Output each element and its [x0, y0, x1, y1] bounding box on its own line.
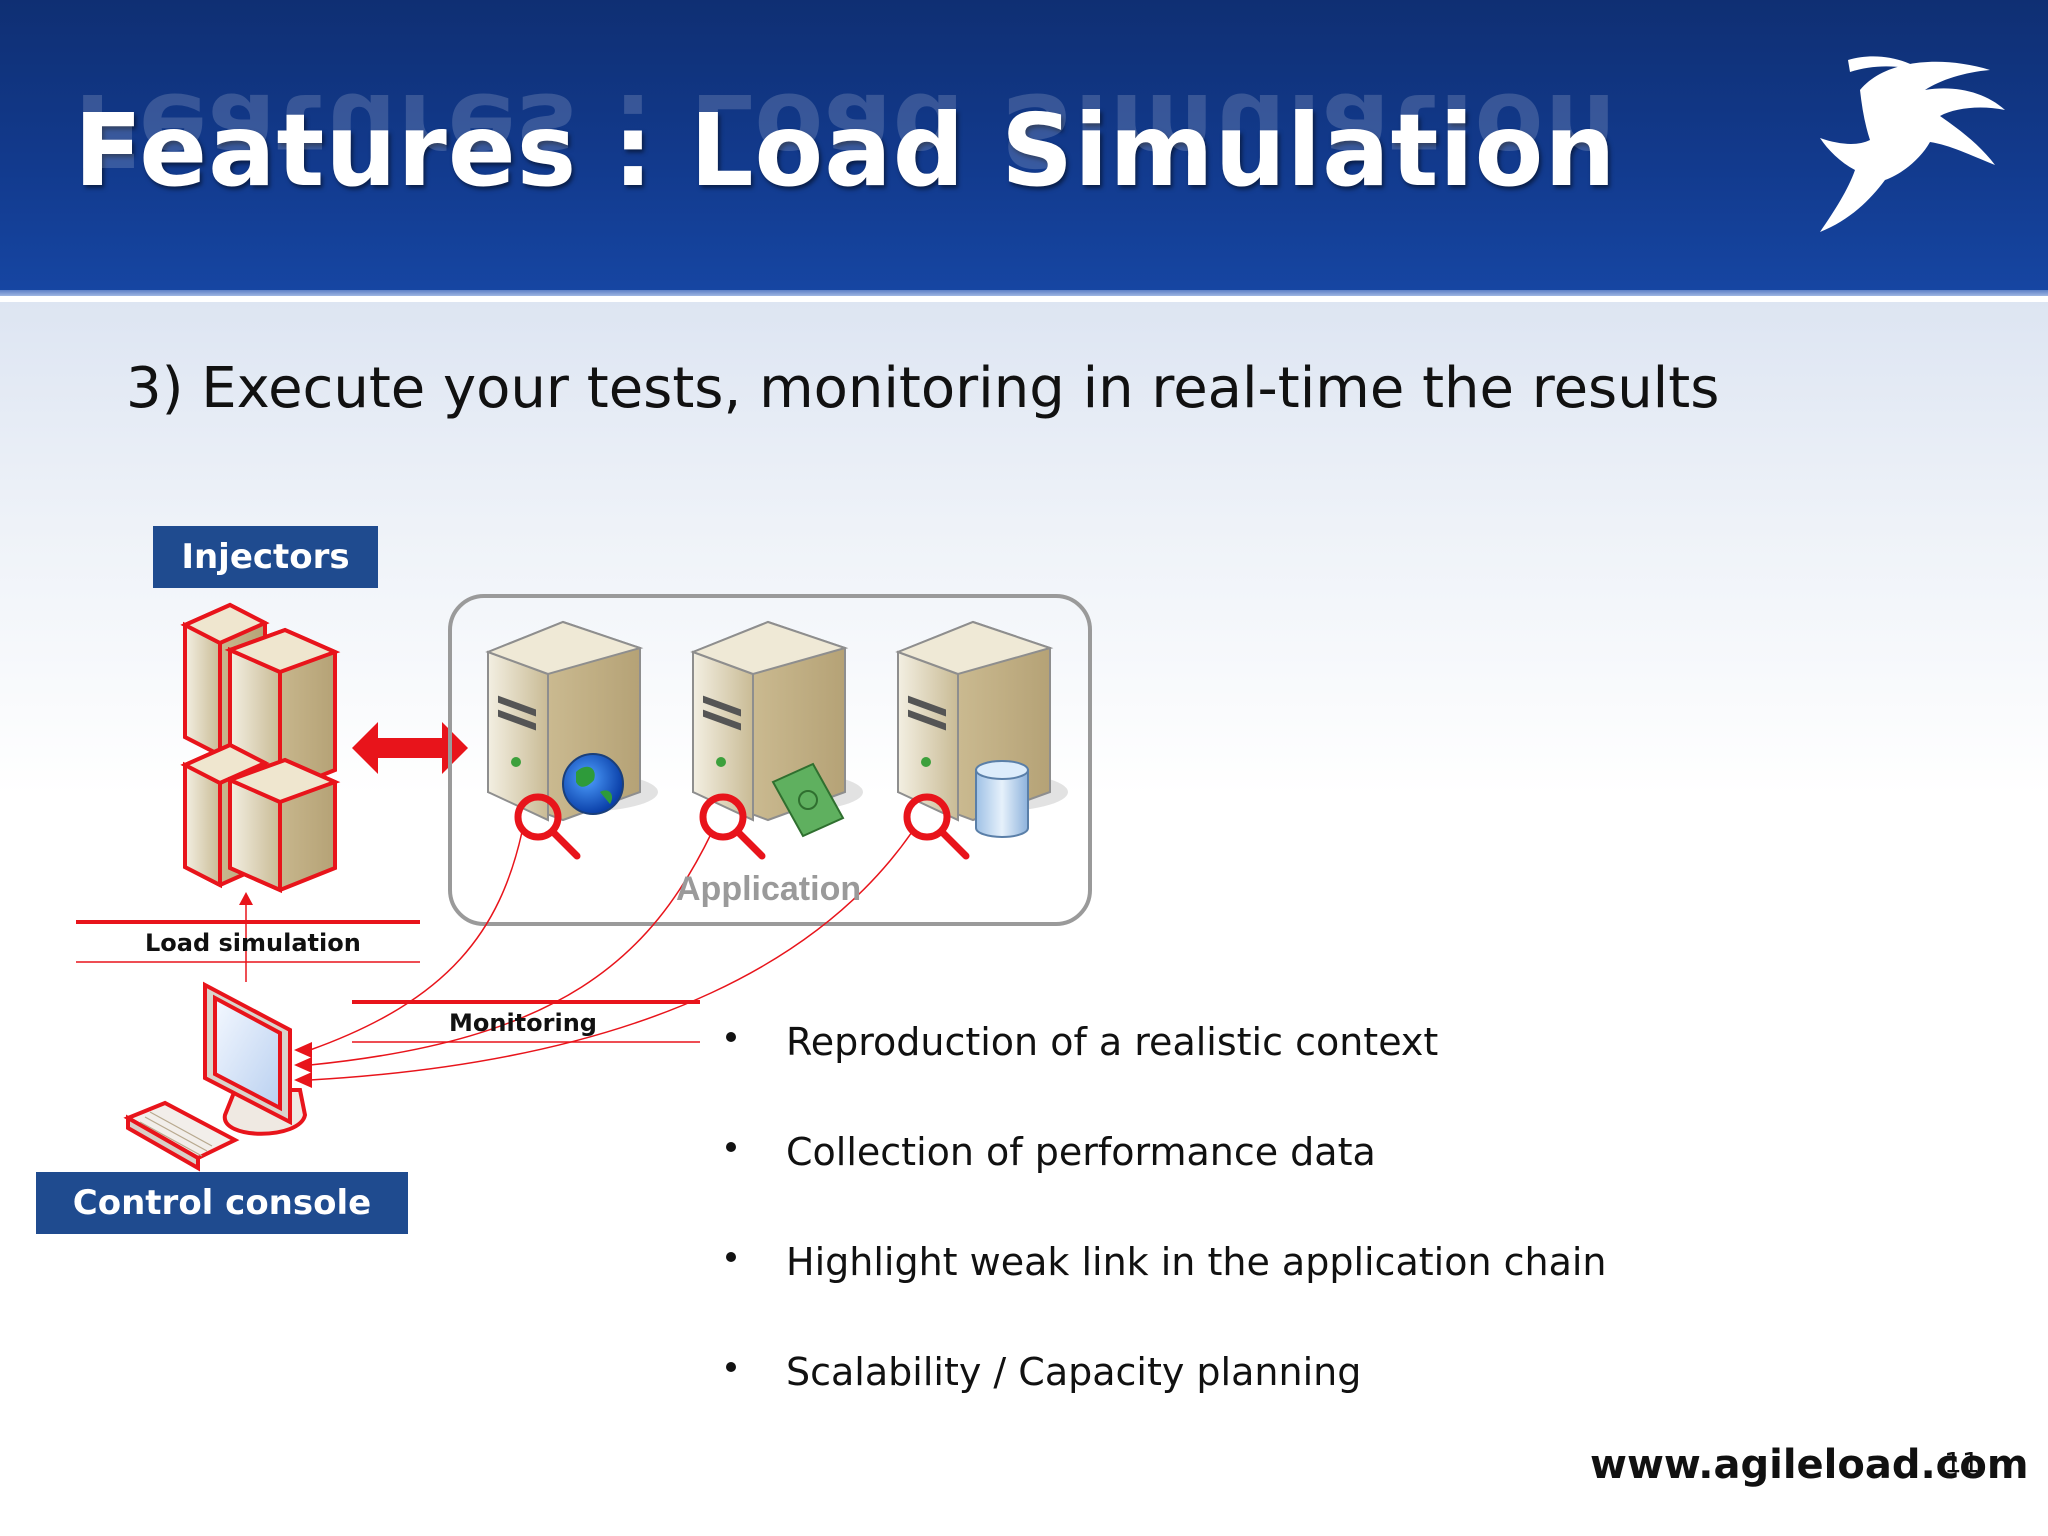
- list-item: Collection of performance data: [720, 1130, 1820, 1240]
- magnifier-icon: [903, 793, 970, 860]
- application-label: Application: [676, 870, 862, 908]
- injectors-label: Injectors: [153, 526, 378, 588]
- list-item: Reproduction of a realistic context: [720, 1020, 1820, 1130]
- footer-url[interactable]: www.agileload.com: [1590, 1442, 2029, 1488]
- list-item: Scalability / Capacity planning: [720, 1350, 1820, 1460]
- monitoring-lines: [309, 831, 913, 1081]
- bullet-dot-icon: [726, 1032, 736, 1042]
- feature-bullet-list: Reproduction of a realistic context Coll…: [720, 1020, 1820, 1460]
- console-arrowheads: [294, 1042, 312, 1088]
- keyboard-keys: [139, 1111, 213, 1157]
- bullet-text: Reproduction of a realistic context: [786, 1020, 1439, 1064]
- bullet-dot-icon: [726, 1362, 736, 1372]
- slide-title: Features : Load Simulation: [74, 92, 1617, 209]
- bullet-text: Scalability / Capacity planning: [786, 1350, 1362, 1394]
- bullet-text: Highlight weak link in the application c…: [786, 1240, 1607, 1284]
- gazelle-logo-icon: [1820, 56, 2005, 232]
- web-server-icon: [485, 620, 658, 822]
- page-number: 11: [1944, 1446, 1980, 1479]
- monitoring-label-lines: [352, 1000, 700, 1043]
- bullet-dot-icon: [726, 1252, 736, 1262]
- bullet-text: Collection of performance data: [786, 1130, 1376, 1174]
- list-item: Highlight weak link in the application c…: [720, 1240, 1820, 1350]
- magnifier-icon: [514, 793, 581, 860]
- load-simulation-label: Load simulation: [145, 929, 361, 957]
- bullet-dot-icon: [726, 1142, 736, 1152]
- monitoring-label: Monitoring: [449, 1009, 597, 1037]
- database-server-icon: [895, 620, 1068, 838]
- double-arrow-icon: [352, 722, 468, 774]
- control-console-label: Control console: [36, 1172, 408, 1234]
- slide-subtitle: 3) Execute your tests, monitoring in rea…: [126, 356, 1720, 421]
- content-background: [0, 302, 2048, 1536]
- computer-icon: [123, 981, 308, 1172]
- slide-header: Features : Load Simulation Features : Lo…: [0, 0, 2048, 296]
- magnifier-icon: [699, 793, 766, 860]
- load-simulation-lines: [76, 900, 420, 982]
- payment-server-icon: [690, 620, 863, 838]
- application-box: [448, 594, 1092, 926]
- arrow-up-icon: [239, 892, 253, 905]
- injector-servers-icon: [180, 602, 341, 894]
